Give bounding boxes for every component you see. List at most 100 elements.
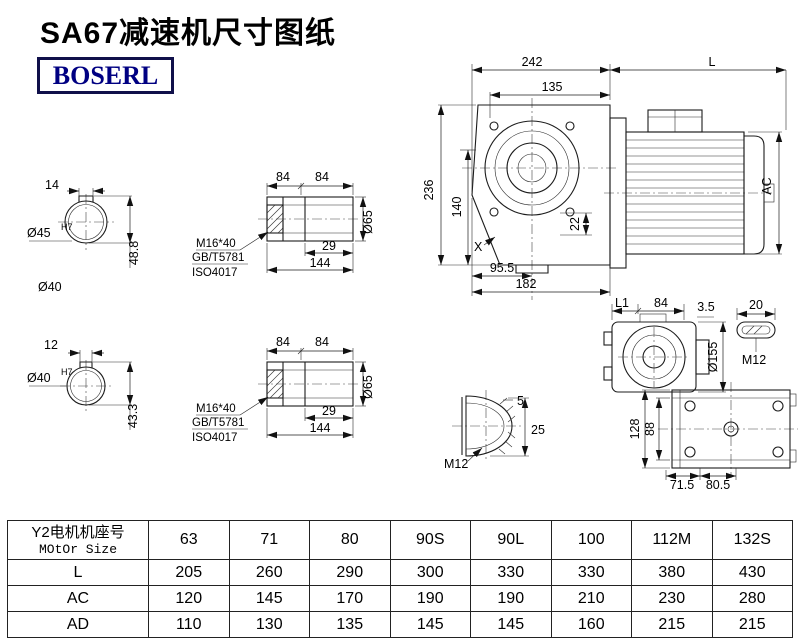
- row-label: AD: [7, 611, 149, 638]
- shaft-slot-view: [736, 321, 776, 339]
- shaft-detail-view-bottom: 84 84 29 144 Ø65 M16*40 GB/T5781 ISO4017: [192, 335, 375, 444]
- table-cell: 380: [631, 559, 713, 586]
- table-cell: 280: [711, 585, 793, 612]
- table-cell: 145: [470, 611, 552, 638]
- note-standard-iso: ISO4017: [192, 432, 237, 444]
- table-cell: 330: [550, 559, 632, 586]
- note-standard-gb: GB/T5781: [192, 252, 244, 264]
- dim-shaft-tolerance: H7: [61, 222, 73, 232]
- table-cell: 190: [389, 585, 471, 612]
- dim-95-5: 95.5: [490, 261, 514, 275]
- table-row-motor-size: Y2电机机座号 MOtOr Size 63 71 80 90S 90L 100 …: [7, 520, 793, 560]
- label-shaft-mid-diameter: Ø40: [38, 280, 62, 294]
- table-cell: 215: [631, 611, 713, 638]
- motor-spec-table: Y2电机机座号 MOtOr Size 63 71 80 90S 90L 100 …: [7, 520, 793, 638]
- dim-keyway-height: 43.3: [126, 404, 140, 428]
- table-cell: 80: [309, 520, 391, 560]
- table-cell: 190: [470, 585, 552, 612]
- table-cell: 205: [148, 559, 230, 586]
- table-cell: 110: [148, 611, 230, 638]
- dim-shaft-diameter: Ø65: [361, 210, 375, 234]
- dim-3-5: 3.5: [697, 300, 714, 314]
- label-surface-x: X: [474, 240, 483, 254]
- table-cell: 330: [470, 559, 552, 586]
- dim-keyway-width: 12: [44, 338, 58, 352]
- shaft-detail-view-top: 84 84 29 144 Ø65 M16*40 GB/T5781 ISO4017: [192, 170, 375, 279]
- table-cell: 230: [631, 585, 713, 612]
- row-label: L: [7, 559, 149, 586]
- table-cell: 210: [550, 585, 632, 612]
- label-m12-thread: M12: [742, 353, 766, 367]
- table-cell: 135: [309, 611, 391, 638]
- dim-144: 144: [310, 256, 331, 270]
- gearbox-front-view: L1 84 3.5 Ø155 20: [603, 296, 776, 393]
- table-cell: 290: [309, 559, 391, 586]
- dim-84b: 84: [315, 170, 329, 184]
- table-cell: 120: [148, 585, 230, 612]
- dim-140: 140: [450, 197, 464, 218]
- page-title: SA67减速机尺寸图纸: [40, 17, 337, 50]
- keyway-detail-view: 5 25 M12: [444, 390, 545, 471]
- table-cell: 112M: [631, 520, 713, 560]
- dim-84: 84: [654, 296, 668, 310]
- table-cell: 130: [228, 611, 310, 638]
- dim-AC: AC: [760, 177, 774, 194]
- motor-size-header: Y2电机机座号 MOtOr Size: [7, 520, 149, 560]
- table-cell: 145: [389, 611, 471, 638]
- dim-236: 236: [422, 180, 436, 201]
- table-cell: 63: [148, 520, 230, 560]
- dim-22: 22: [568, 217, 582, 231]
- gearbox-housing-outline: [471, 104, 611, 266]
- table-cell: 90L: [470, 520, 552, 560]
- dim-84a: 84: [276, 335, 290, 349]
- table-cell: 90S: [389, 520, 471, 560]
- table-cell: 100: [550, 520, 632, 560]
- motor-size-label-cn: Y2电机机座号: [31, 523, 125, 541]
- label-m12-thread: M12: [444, 457, 468, 471]
- technical-drawing: 14 Ø45 H7 48.8 Ø40 12 Ø40 H7: [27, 55, 798, 492]
- shaft-end-view-bottom: 12 Ø40 H7 43.3: [27, 338, 140, 430]
- main-assembly-view: 242 135 L 236 140 22 95.5 182 X: [422, 55, 787, 300]
- dim-80-5: 80.5: [706, 478, 730, 492]
- dim-88: 88: [643, 422, 657, 436]
- row-label: AC: [7, 585, 149, 612]
- boserl-logo: BOSERL: [37, 57, 174, 94]
- motor-size-label-en: MOtOr Size: [38, 541, 117, 557]
- table-row-AD: AD 110 130 135 145 145 160 215 215: [7, 611, 793, 638]
- dim-keyway-height: 48.8: [127, 241, 141, 265]
- table-cell: 132S: [711, 520, 793, 560]
- dim-keyway-width: 14: [45, 178, 59, 192]
- table-cell: 260: [228, 559, 310, 586]
- dim-L: L: [709, 55, 716, 69]
- dim-155: Ø155: [706, 342, 720, 373]
- dim-128: 128: [628, 419, 642, 440]
- note-standard-gb: GB/T5781: [192, 417, 244, 429]
- table-row-AC: AC 120 145 170 190 190 210 230 280: [7, 585, 793, 612]
- note-bolt-spec: M16*40: [196, 403, 236, 415]
- table-cell: 71: [228, 520, 310, 560]
- table-cell: 170: [309, 585, 391, 612]
- table-cell: 300: [389, 559, 471, 586]
- dim-shaft-tolerance: H7: [61, 367, 73, 377]
- dim-shaft-diameter: Ø40: [27, 371, 51, 385]
- dim-84b: 84: [315, 335, 329, 349]
- dim-242: 242: [522, 55, 543, 69]
- table-cell: 430: [711, 559, 793, 586]
- dim-29: 29: [322, 404, 336, 418]
- note-bolt-spec: M16*40: [196, 238, 236, 250]
- dim-shaft-diameter: Ø65: [361, 375, 375, 399]
- dim-20: 20: [749, 298, 763, 312]
- bottom-housing: [671, 389, 791, 469]
- dim-71-5: 71.5: [670, 478, 694, 492]
- bottom-view: 128 88 71.5 80.5: [628, 382, 798, 492]
- dim-shaft-diameter: Ø45: [27, 226, 51, 240]
- table-row-L: L 205 260 290 300 330 330 380 430: [7, 559, 793, 586]
- dim-84a: 84: [276, 170, 290, 184]
- table-cell: 160: [550, 611, 632, 638]
- dim-135: 135: [542, 80, 563, 94]
- dim-L1: L1: [615, 296, 629, 310]
- dim-25: 25: [531, 423, 545, 437]
- table-cell: 215: [711, 611, 793, 638]
- note-standard-iso: ISO4017: [192, 267, 237, 279]
